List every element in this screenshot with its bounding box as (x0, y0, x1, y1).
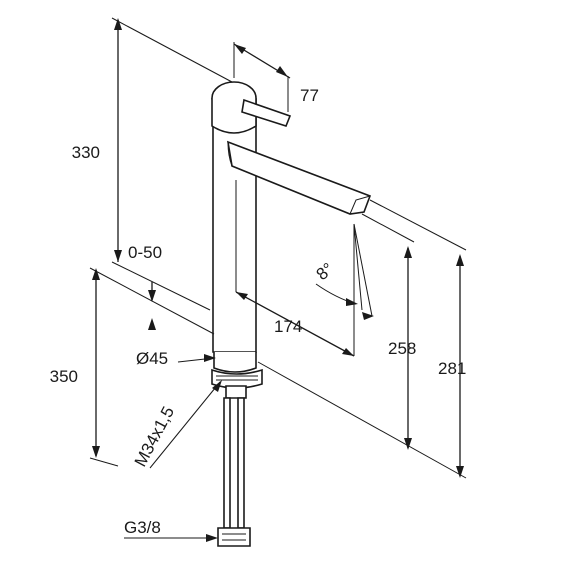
label-258: 258 (388, 339, 416, 358)
label-lever-range: 0-50 (128, 243, 162, 262)
label-77: 77 (300, 86, 319, 105)
label-281: 281 (438, 359, 466, 378)
label-174: 174 (274, 317, 302, 336)
faucet-body (211, 81, 372, 547)
label-350: 350 (50, 367, 78, 386)
label-diameter: Ø45 (136, 349, 168, 368)
label-angle: 8° (313, 259, 338, 284)
label-330: 330 (72, 143, 100, 162)
label-thread: M34x1,5 (131, 403, 178, 469)
label-connection: G3/8 (124, 518, 161, 537)
dimension-lines (89, 17, 467, 542)
